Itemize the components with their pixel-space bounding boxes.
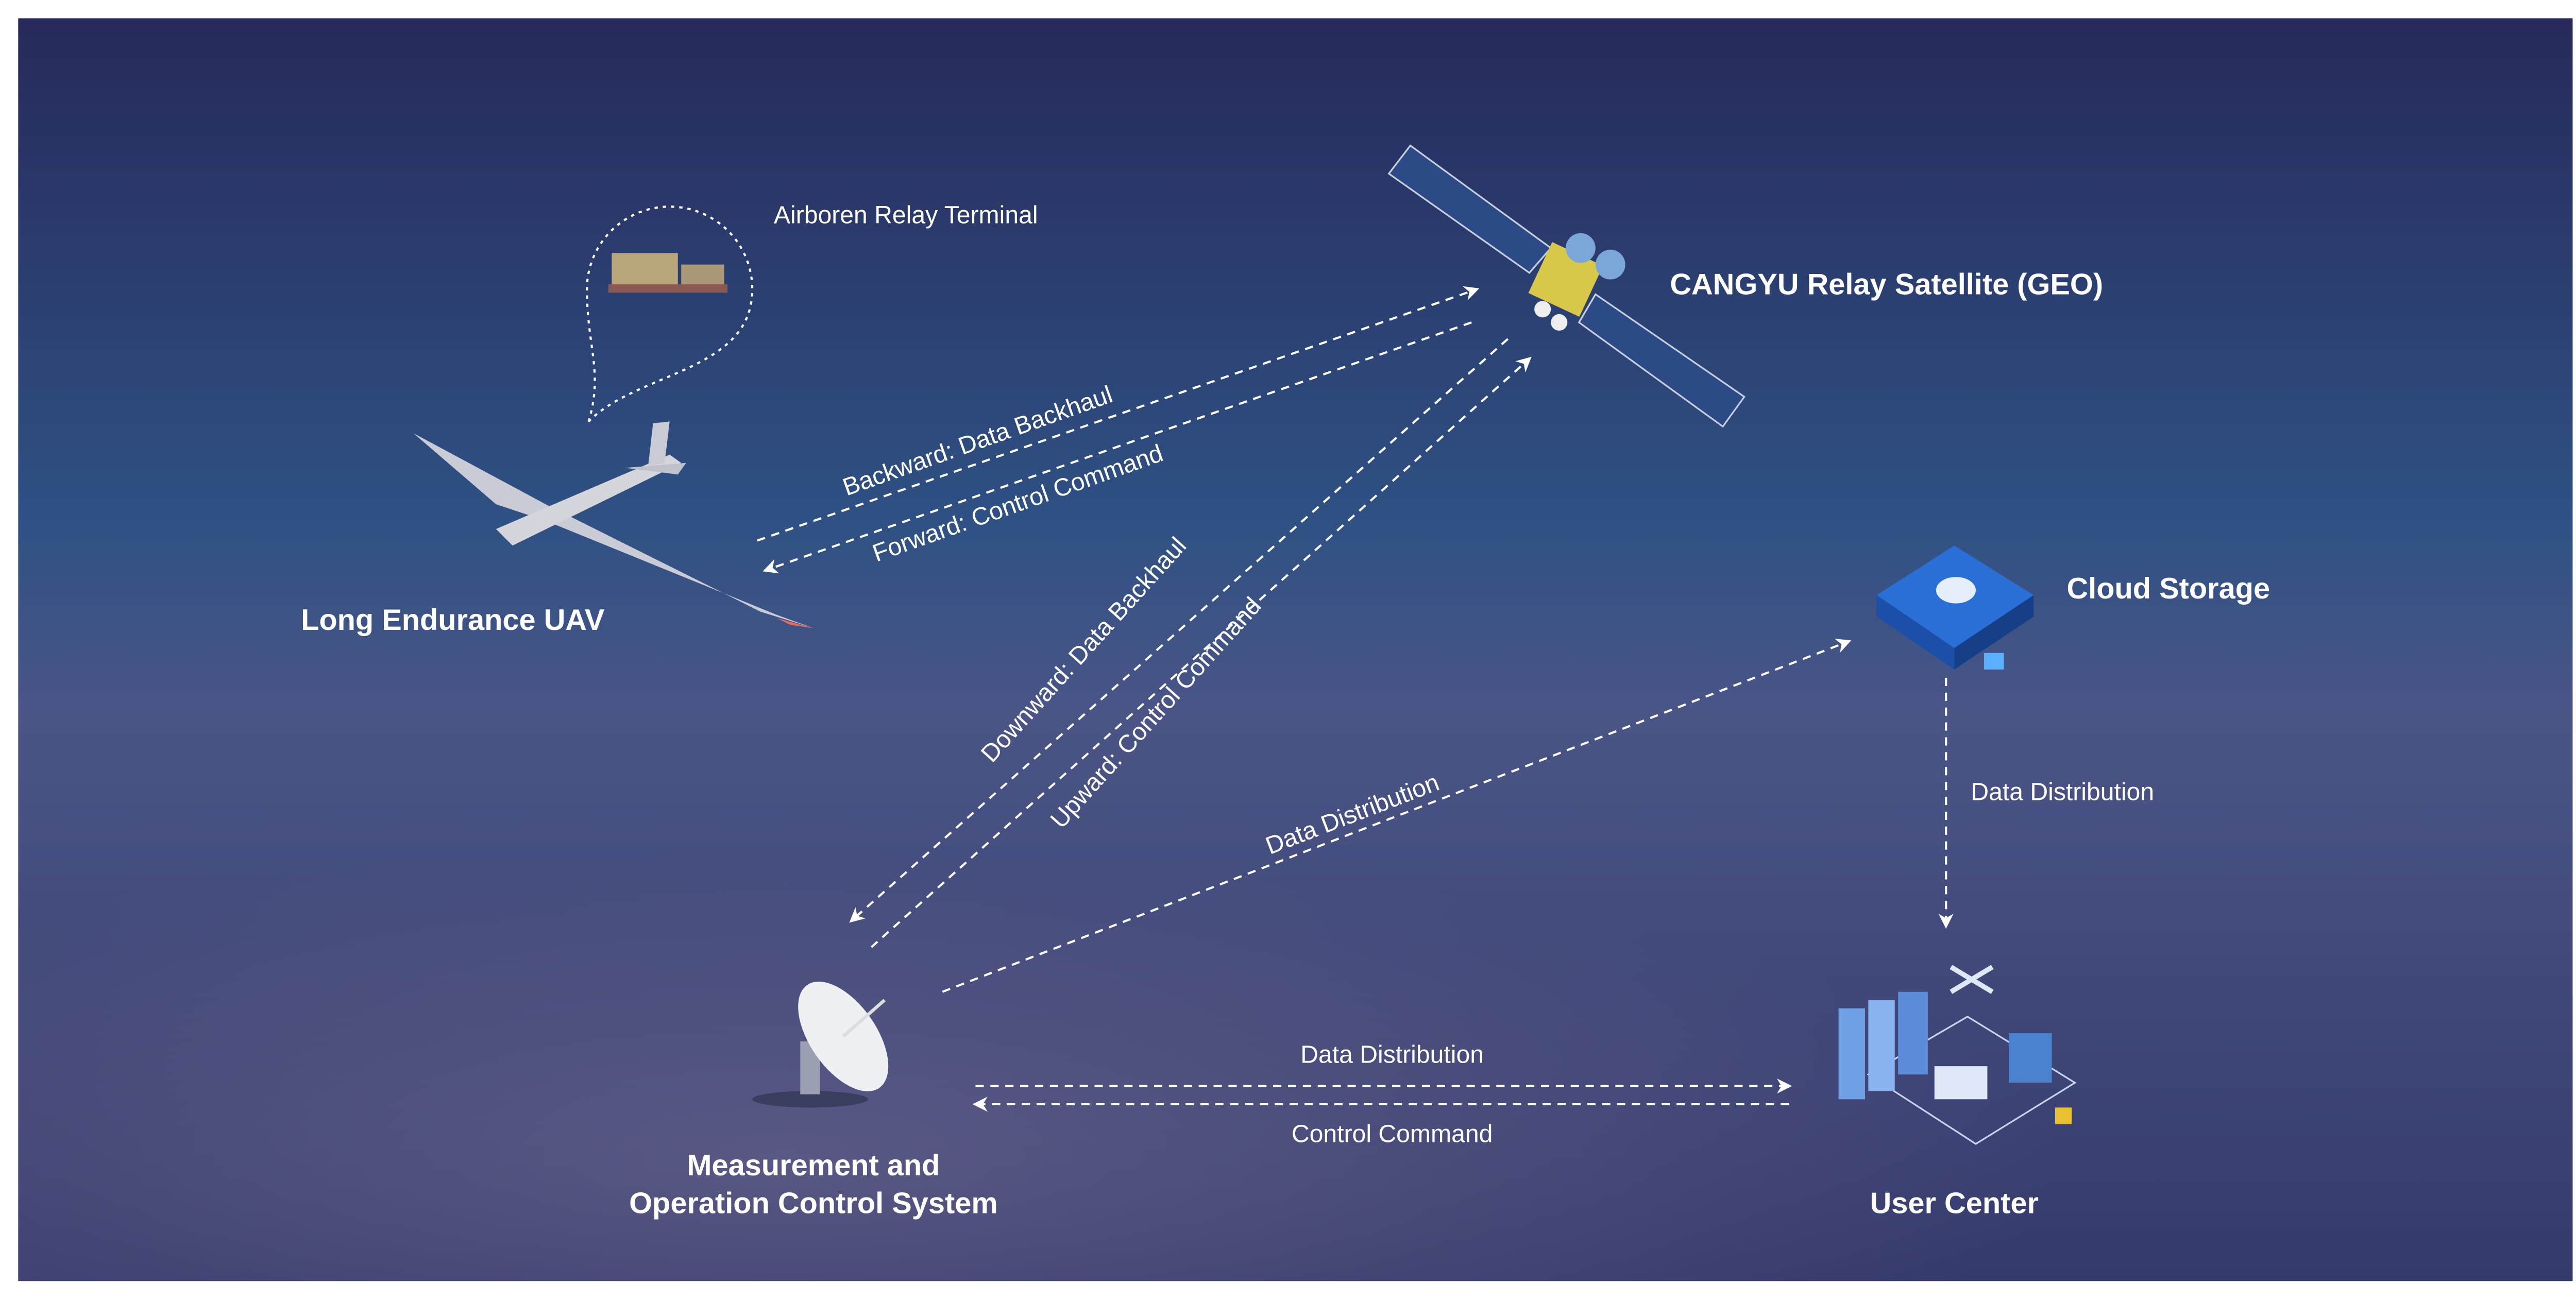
ground-station-dish-icon [752, 981, 889, 1108]
downward-link-arrow [849, 338, 1509, 923]
satellite-label: CANGYU Relay Satellite (GEO) [1670, 268, 2103, 301]
airborne-relay-terminal-icon [586, 206, 754, 422]
user-to-ground-label: Control Command [1292, 1120, 1493, 1148]
user-center-label: User Center [1870, 1187, 2039, 1220]
upward-link-arrow [870, 356, 1532, 948]
user-center-icon [1838, 965, 2077, 1145]
ground-station-label-line2: Operation Control System [629, 1187, 998, 1220]
cloud-storage-label: Cloud Storage [2066, 572, 2270, 605]
airborne-relay-terminal-label: Airboren Relay Terminal [774, 201, 1038, 229]
ground-station-label-line1: Measurement and [687, 1149, 940, 1182]
cloud-to-user-label: Data Distribution [1971, 778, 2154, 806]
uav-icon [413, 421, 814, 628]
ground-to-user-label: Data Distribution [1300, 1041, 1484, 1069]
cloud-storage-icon [1876, 545, 2034, 670]
uav-label: Long Endurance UAV [301, 604, 605, 637]
satellite-icon [1387, 144, 1745, 428]
ground-to-cloud-arrow [942, 639, 1852, 993]
clouds-background [18, 661, 2573, 1281]
backward-link-arrow [757, 286, 1480, 542]
forward-link-arrow [762, 321, 1472, 574]
